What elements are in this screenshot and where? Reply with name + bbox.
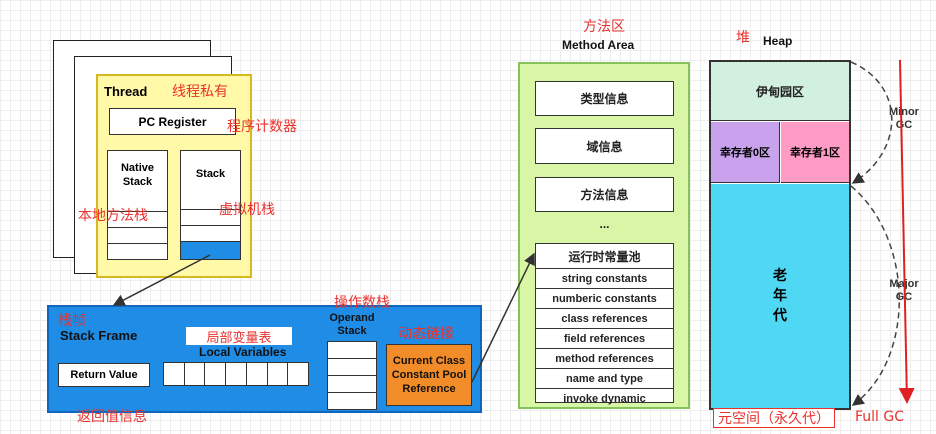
- pool-item-class-references: class references: [536, 308, 673, 328]
- major-gc-label: Major GC: [889, 278, 919, 303]
- minor-gc-label: Minor GC: [889, 106, 919, 131]
- vm-stack-slot: [181, 209, 240, 210]
- local-vars-cn-label: 局部变量表: [186, 327, 292, 346]
- native-stack-label: Native Stack: [120, 162, 155, 188]
- runtime-constant-pool: 运行时常量池 string constants numberic constan…: [535, 243, 674, 405]
- pc-register-note: 程序计数器: [227, 119, 297, 135]
- pool-item-invoke-dynamic: invoke dynamic: [536, 388, 673, 408]
- field-info-box: 域信息: [535, 128, 674, 164]
- local-var-slot: [226, 363, 247, 385]
- native-stack-note: 本地方法栈: [78, 208, 148, 224]
- local-var-slot: [247, 363, 268, 385]
- local-var-slot: [205, 363, 227, 385]
- dynamic-link-note: 动态链接: [398, 326, 454, 342]
- operand-stack-slot: [328, 375, 376, 376]
- method-area-title: Method Area: [562, 38, 635, 52]
- local-vars-table: [163, 362, 309, 386]
- heap-title: Heap: [763, 34, 793, 48]
- vm-stack-slot: [181, 225, 240, 226]
- thread-private-note: 线程私有: [172, 84, 228, 100]
- eden-space: 伊甸园区: [711, 62, 849, 121]
- runtime-constant-pool-title: 运行时常量池: [568, 249, 641, 264]
- native-stack-slot: [108, 243, 167, 244]
- heap-cn-title: 堆: [736, 30, 750, 46]
- old-generation-space: 老 年 代: [711, 184, 849, 408]
- local-var-slot: [164, 363, 185, 385]
- method-info-box: 方法信息: [535, 177, 674, 212]
- thread-title: Thread: [104, 84, 148, 99]
- return-value-box: Return Value: [58, 363, 150, 387]
- local-vars-label: Local Variables: [199, 345, 287, 359]
- vm-stack-current-frame: [181, 241, 240, 259]
- native-stack-slot: [108, 211, 167, 212]
- native-stack-column: Native Stack: [107, 150, 168, 260]
- native-stack-slot: [108, 227, 167, 228]
- pool-item-method-references: method references: [536, 348, 673, 368]
- more-info-box: ...: [599, 217, 610, 231]
- operand-stack-slot: [328, 358, 376, 359]
- metaspace-label: 元空间（永久代）: [713, 408, 835, 428]
- pool-item-name-and-type: name and type: [536, 368, 673, 388]
- operand-stack-slot: [328, 392, 376, 393]
- stack-frame-title: Stack Frame: [60, 328, 138, 343]
- vm-stack-label: Stack: [195, 168, 226, 180]
- method-area-cn-title: 方法区: [583, 19, 625, 35]
- stack-frame-note: 栈帧: [58, 313, 86, 329]
- return-value-note: 返回值信息: [77, 409, 147, 425]
- pool-item-field-references: field references: [536, 328, 673, 348]
- type-info-box: 类型信息: [535, 81, 674, 116]
- survivor-0-space: 幸存者0区: [711, 122, 780, 183]
- constant-pool-reference-box: Current Class Constant Pool Reference: [386, 344, 472, 406]
- local-var-slot: [268, 363, 289, 385]
- local-var-slot: [185, 363, 206, 385]
- operand-stack-column: [327, 341, 377, 410]
- survivor-1-space: 幸存者1区: [781, 122, 849, 183]
- local-var-slot: [288, 363, 308, 385]
- operand-stack-label: Operand Stack: [329, 312, 375, 337]
- operand-stack-note: 操作数栈: [334, 295, 390, 311]
- pool-item-string-constants: string constants: [536, 268, 673, 288]
- vm-stack-note: 虚拟机栈: [219, 202, 275, 218]
- pool-item-numberic-constants: numberic constants: [536, 288, 673, 308]
- pc-register: PC Register: [109, 108, 236, 135]
- full-gc-label: Full GC: [855, 409, 905, 425]
